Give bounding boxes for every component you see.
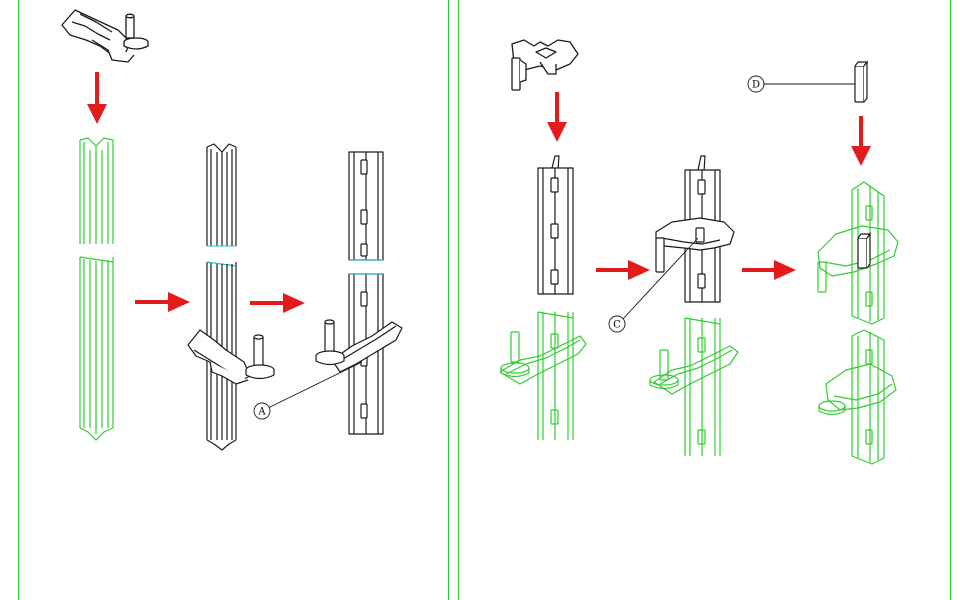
callout-d: D — [747, 75, 855, 93]
arrow-right-right-2 — [742, 260, 796, 280]
rail-green-left — [79, 137, 114, 441]
rail-with-clip-left — [187, 143, 275, 451]
rail-clip-installed-left — [315, 151, 403, 435]
arrow-right-right-1 — [596, 260, 650, 280]
top-clip-piece-right — [511, 39, 579, 91]
arrow-right-left-2 — [250, 293, 305, 313]
rail-collar-right-2 — [655, 155, 735, 303]
rail-right-1 — [537, 155, 574, 295]
panel-borders — [17, 0, 952, 600]
rail-green-clip-right-1 — [499, 311, 587, 440]
arrow-down-right-1 — [547, 92, 567, 142]
callout-c-label: C — [613, 320, 621, 331]
callout-a: A — [253, 361, 363, 420]
rail-green-clip-right-2 — [649, 317, 739, 456]
callout-c: C — [608, 237, 699, 333]
pin-d — [854, 60, 869, 103]
cut-lines-left-right — [349, 259, 383, 275]
arrow-down-right-2 — [851, 116, 871, 166]
pin-inserted — [857, 232, 872, 269]
callout-d-label: D — [752, 80, 760, 91]
arrow-down-left-top — [87, 72, 107, 124]
rail-green-pin-right-3 — [817, 181, 899, 465]
top-clip-piece-left — [61, 9, 149, 63]
callout-a-label: A — [257, 407, 266, 418]
arrow-right-left-1 — [135, 292, 190, 312]
